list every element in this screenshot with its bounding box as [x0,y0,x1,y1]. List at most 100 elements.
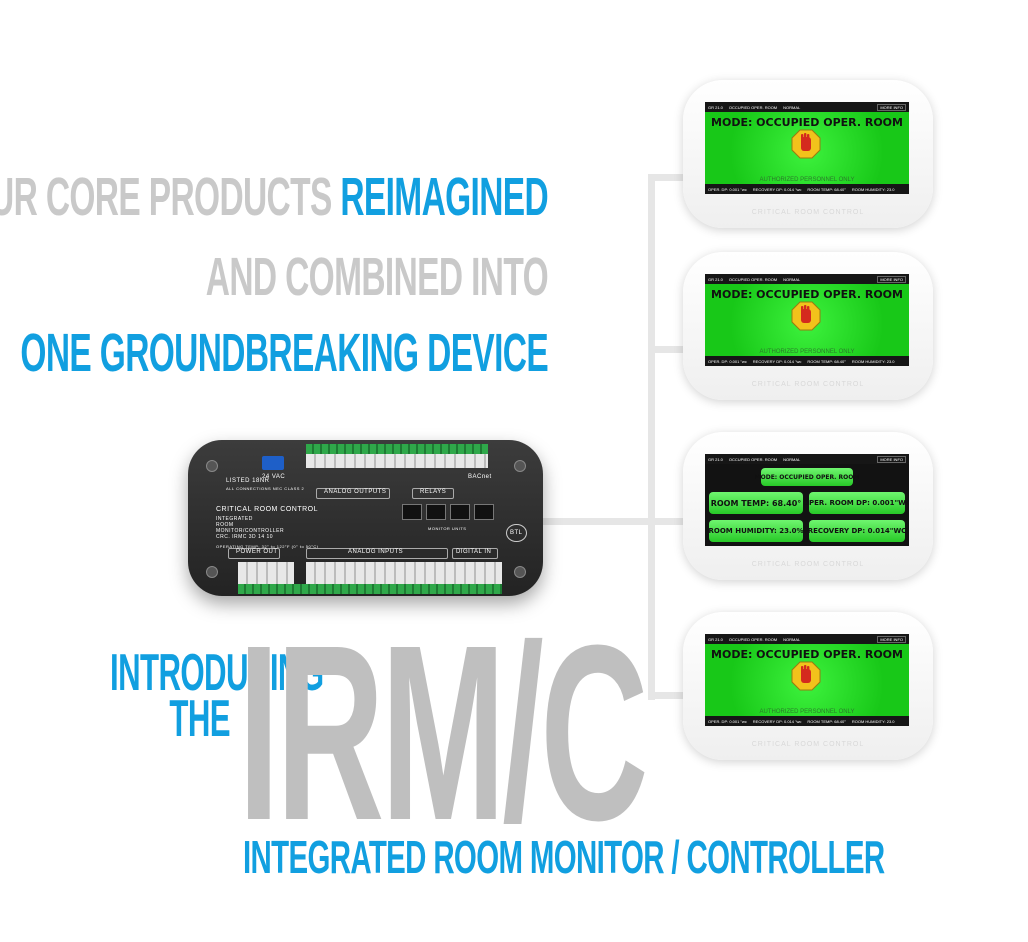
bottom-item: OPER. DP: 0.001 "wc [708,718,747,724]
btl-badge: BTL [506,524,527,542]
top-terminals-green [306,444,488,454]
screw [514,460,526,472]
tiles-area: MODE: OCCUPIED OPER. ROOM ROOM TEMP: 68.… [705,464,909,546]
top-item: NORMAL [783,104,801,110]
screen-top-bar: GR 21.0 OCCUPIED OPER. ROOM NORMAL MORE … [705,102,909,112]
headline-accent: REIMAGINED [340,167,548,227]
top-item: OCCUPIED OPER. ROOM [728,636,778,642]
top-item: OCCUPIED OPER. ROOM [728,276,778,282]
controller-brand: CRITICAL ROOM CONTROL [216,506,319,513]
digital-in-box [452,548,498,559]
screen-top-bar: GR 21.0 OCCUPIED OPER. ROOM NORMAL MORE … [705,634,909,644]
bottom-item: ROOM HUMIDITY: 23.0 [851,718,895,724]
connector-main [540,518,652,525]
connector-4 [648,692,688,699]
screw [514,566,526,578]
headline-part1: OUR CORE PRODUCTS [0,167,341,227]
top-terminals [306,454,488,468]
power-out-label: POWER OUT [236,549,278,555]
product-subtitle: INTEGRATED ROOM MONITOR / CONTROLLER [243,831,885,883]
top-item: GR 21.0 [708,636,723,642]
bottom-item: ROOM TEMP: 68.40° [807,358,846,364]
screen-top-bar: GR 21.0 OCCUPIED OPER. ROOM NORMAL MORE … [705,454,909,464]
monitor-units-label: MONITOR UNITS [428,526,467,531]
authorized-text: AUTHORIZED PERSONNEL ONLY [759,709,855,715]
bottom-item: OPER. DP: 0.001 "wc [708,186,747,192]
connector-3 [648,518,688,525]
display-brand: CRITICAL ROOM CONTROL [751,561,865,568]
bottom-terminals-left [238,562,294,584]
model-line-3: MONITOR/CONTROLLER [216,528,285,534]
product-name: IRM/C [238,593,649,872]
top-item: OCCUPIED OPER. ROOM [728,104,778,110]
oper-room-dp-tile[interactable]: OPER. ROOM DP: 0.001"WC [803,492,909,514]
display-screen[interactable]: GR 21.0 OCCUPIED OPER. ROOM NORMAL MORE … [705,274,909,366]
display-panel-4: GR 21.0 OCCUPIED OPER. ROOM NORMAL MORE … [683,612,933,760]
bottom-item: OPER. DP: 0.001 "wc [708,358,747,364]
bottom-terminals [306,562,502,584]
analog-outputs-box [316,488,390,499]
status-area: MODE: OCCUPIED OPER. ROOM AUTHORIZED PER… [705,284,909,356]
screw [206,460,218,472]
recovery-dp-tile[interactable]: RECOVERY DP: 0.014"WC [808,520,906,542]
display-screen[interactable]: GR 21.0 OCCUPIED OPER. ROOM NORMAL MORE … [705,102,909,194]
display-panel-3: GR 21.0 OCCUPIED OPER. ROOM NORMAL MORE … [683,432,933,580]
display-screen[interactable]: GR 21.0 OCCUPIED OPER. ROOM NORMAL MORE … [705,454,909,546]
bottom-terminals-green [238,584,502,594]
display-panel-2: GR 21.0 OCCUPIED OPER. ROOM NORMAL MORE … [683,252,933,400]
top-item: OCCUPIED OPER. ROOM [728,456,778,462]
screen-bottom-bar: OPER. DP: 0.001 "wc RECOVERY DP: 0.014 "… [705,356,909,366]
authorized-text: AUTHORIZED PERSONNEL ONLY [759,177,855,183]
top-item: GR 21.0 [708,104,723,110]
connector-2 [648,346,688,353]
listed-label: LISTED 18NR [226,478,270,484]
bottom-item: ROOM TEMP: 68.40° [807,186,846,192]
relays-box [412,488,454,499]
display-brand: CRITICAL ROOM CONTROL [751,741,865,748]
model-line-2: ROOM [216,522,234,528]
connector-vertical [648,174,655,700]
rj45-port [426,504,446,520]
more-info-button[interactable]: MORE INFO [877,635,906,643]
stop-hand-icon [791,301,821,331]
irmc-controller: 24 VAC LISTED 18NR ALL CONNECTIONS NEC C… [188,440,543,596]
top-item: NORMAL [783,636,801,642]
screen-bottom-bar: OPER. DP: 0.001 "wc RECOVERY DP: 0.014 "… [705,184,909,194]
rj45-port [402,504,422,520]
model-line-4: CRC. IRMC 3D 14 10 [216,534,274,540]
mode-text: MODE: OCCUPIED OPER. ROOM [711,288,903,301]
top-item: NORMAL [783,276,801,282]
mode-text: MODE: OCCUPIED OPER. ROOM [711,648,903,661]
mode-tile[interactable]: MODE: OCCUPIED OPER. ROOM [755,468,859,486]
display-panel-1: GR 21.0 OCCUPIED OPER. ROOM NORMAL MORE … [683,80,933,228]
analog-outputs-label: ANALOG OUTPUTS [324,489,387,495]
analog-inputs-box [306,548,448,559]
screw [206,566,218,578]
authorized-text: AUTHORIZED PERSONNEL ONLY [759,349,855,355]
relays-label: RELAYS [420,489,447,495]
room-humidity-tile[interactable]: ROOM HUMIDITY: 23.0% [709,520,804,542]
rj45-port [450,504,470,520]
status-area: MODE: OCCUPIED OPER. ROOM AUTHORIZED PER… [705,112,909,184]
more-info-button[interactable]: MORE INFO [877,103,906,111]
model-line-1: INTEGRATED [216,516,253,522]
digital-in-label: DIGITAL IN [456,549,492,555]
power-out-box [228,548,280,559]
top-item: GR 21.0 [708,276,723,282]
more-info-button[interactable]: MORE INFO [877,455,906,463]
top-item: GR 21.0 [708,456,723,462]
more-info-button[interactable]: MORE INFO [877,275,906,283]
intro-line-2: THE [169,690,230,748]
bottom-item: ROOM TEMP: 68.40° [807,718,846,724]
connector-1 [648,174,688,181]
stop-hand-icon [791,129,821,159]
room-temp-tile[interactable]: ROOM TEMP: 68.40° [709,492,803,514]
headline-line-3: ONE GROUNDBREAKING DEVICE [20,323,548,383]
top-item: NORMAL [783,456,801,462]
display-brand: CRITICAL ROOM CONTROL [751,381,865,388]
rj45-port [474,504,494,520]
stop-hand-icon [791,661,821,691]
bottom-item: RECOVERY DP: 0.014 "wc [752,358,802,364]
display-screen[interactable]: GR 21.0 OCCUPIED OPER. ROOM NORMAL MORE … [705,634,909,726]
status-area: MODE: OCCUPIED OPER. ROOM AUTHORIZED PER… [705,644,909,716]
